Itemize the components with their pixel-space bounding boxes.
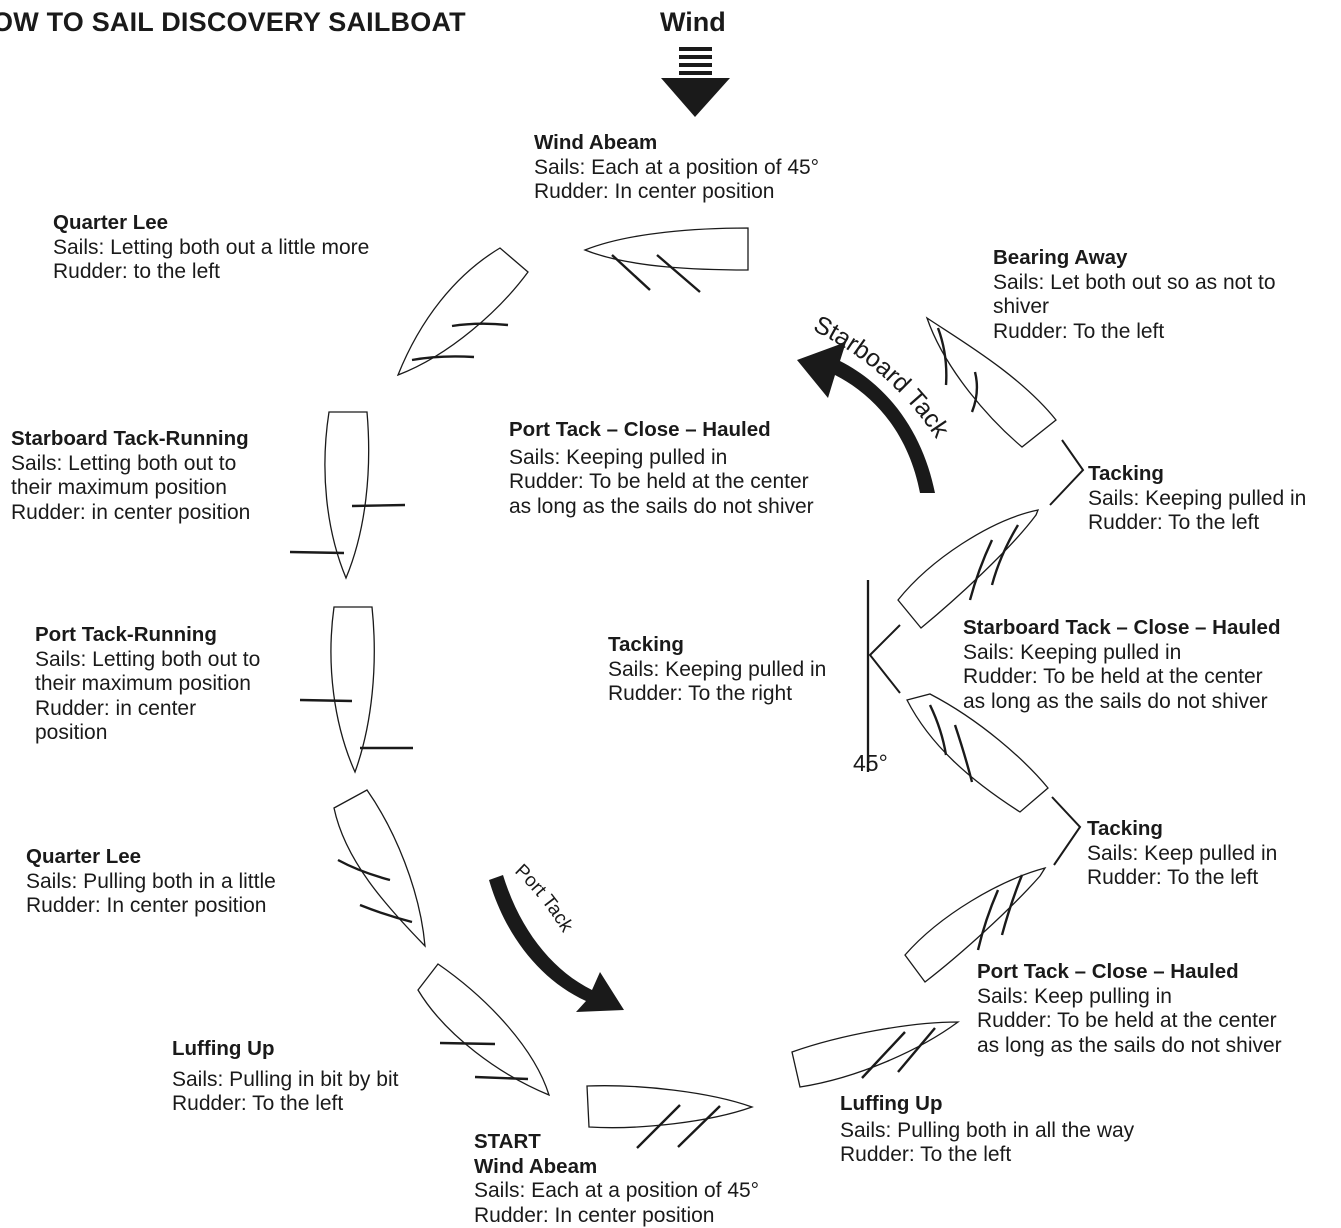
boat-luffing-up-left [418,964,549,1095]
step-line: Sails: Keep pulled in [1087,842,1277,867]
step-line: Sails: Letting both out a little more [53,236,369,261]
wind-arrow-icon [661,47,730,117]
step-line: Rudder: To the left [993,320,1276,345]
boat-luffing-up-right [792,1022,958,1087]
step-heading: Tacking [1087,817,1277,842]
step-line: Rudder: To the left [172,1092,398,1117]
step-line: as long as the sails do not shiver [963,690,1280,715]
step-heading: Luffing Up [172,1037,398,1062]
step-heading: Tacking [1088,462,1306,487]
step-line: Sails: Keep pulling in [977,985,1282,1010]
step-heading: Tacking [608,633,826,658]
step-line: shiver [993,295,1276,320]
boat-wind-abeam-top [585,228,748,292]
wind-label: Wind [660,7,726,38]
step-heading: Quarter Lee [53,211,369,236]
step-line: Sails: Pulling in bit by bit [172,1068,398,1093]
step-line: Rudder: In center position [534,180,819,205]
boat-tacking-upper [898,510,1038,628]
boat-starboard-running [290,412,405,578]
step-line: Rudder: To the right [608,682,826,707]
step-line: Sails: Let both out so as not to [993,271,1276,296]
boat-quarter-lee-top [398,248,528,375]
step-line: their maximum position [35,672,260,697]
step-line: Sails: Letting both out to [11,452,250,477]
angle-label: 45° [853,750,888,777]
step-heading: Starboard Tack – Close – Hauled [963,616,1280,641]
step-line: Rudder: To the left [840,1143,1134,1168]
step-line: Rudder: in center [35,697,260,722]
step-line: Rudder: To be held at the center [963,665,1280,690]
step-heading: START [474,1130,759,1155]
step-line: Sails: Letting both out to [35,648,260,673]
step-line: Rudder: To be held at the center [977,1009,1282,1034]
boat-port-running [300,607,413,772]
step-line: Rudder: In center position [474,1204,759,1228]
step-line: Rudder: To the left [1088,511,1306,536]
boat-quarter-lee-bottom [334,790,425,946]
step-heading: Wind Abeam [534,131,819,156]
step-heading: Starboard Tack-Running [11,427,250,452]
step-line: Sails: Each at a position of 45° [474,1179,759,1204]
step-line: Rudder: To the left [1087,866,1277,891]
step-line: Sails: Pulling both in all the way [840,1119,1134,1144]
step-heading: Luffing Up [840,1092,1134,1117]
step-line: Wind Abeam [474,1155,759,1180]
step-line: as long as the sails do not shiver [977,1034,1282,1059]
step-line: Sails: Keeping pulled in [963,641,1280,666]
step-heading: Port Tack – Close – Hauled [977,960,1282,985]
step-line: as long as the sails do not shiver [509,495,814,520]
step-heading: Bearing Away [993,246,1276,271]
step-line: Rudder: in center position [11,501,250,526]
step-line: Sails: Keeping pulled in [509,446,814,471]
step-line: Rudder: to the left [53,260,369,285]
step-line: position [35,721,260,746]
step-heading: Quarter Lee [26,845,276,870]
step-line: their maximum position [11,476,250,501]
step-line: Sails: Each at a position of 45° [534,156,819,181]
page-title: OW TO SAIL DISCOVERY SAILBOAT [0,7,466,38]
step-line: Rudder: In center position [26,894,276,919]
step-line: Sails: Keeping pulled in [608,658,826,683]
step-line: Sails: Pulling both in a little [26,870,276,895]
step-heading: Port Tack – Close – Hauled [509,418,814,443]
step-line: Rudder: To be held at the center [509,470,814,495]
step-heading: Port Tack-Running [35,623,260,648]
step-line: Sails: Keeping pulled in [1088,487,1306,512]
